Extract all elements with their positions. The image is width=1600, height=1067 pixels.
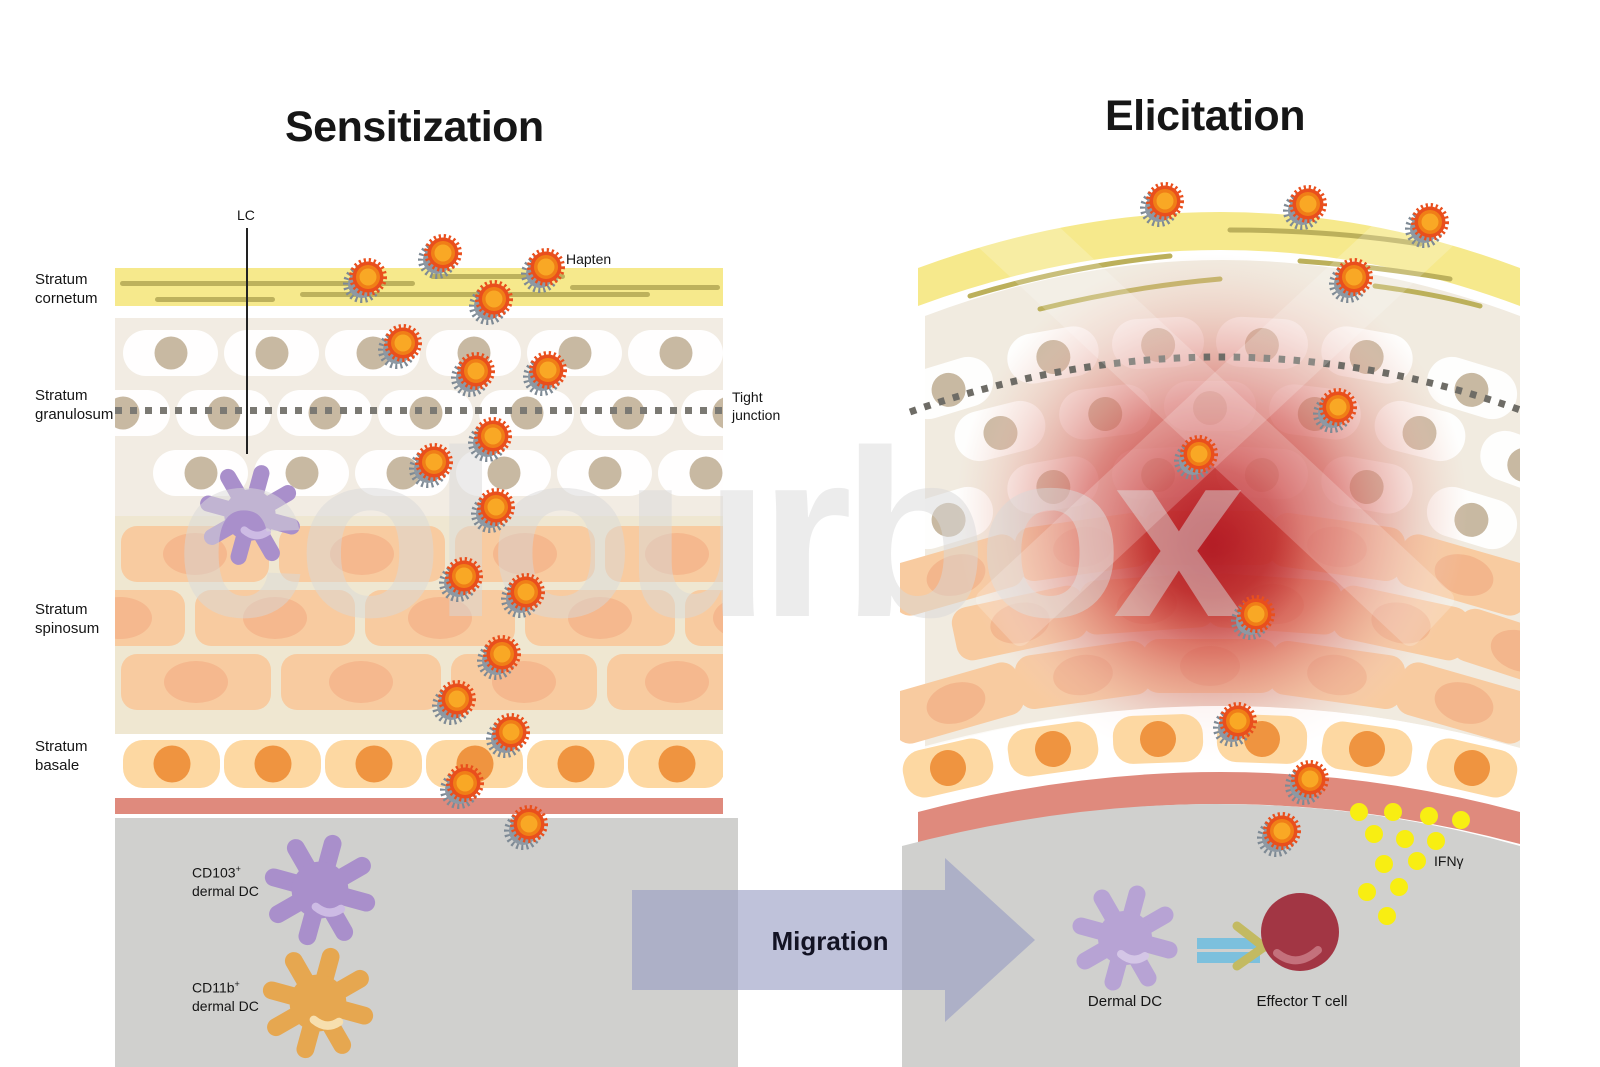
spinosum-cell [607,654,723,710]
lipid-lamella [570,285,720,290]
elicitation-skin-svg [900,212,1520,1067]
left-stratum-basale-band [115,734,723,796]
keratinocyte-cell [658,450,723,496]
keratinocyte-cell [123,330,218,376]
spinosum-cell [605,526,723,582]
migration-arrow [632,858,1035,1022]
synapse-receptor-bar [1197,952,1260,963]
tight-junction-label: Tight junction [732,389,781,423]
elicitation-title: Elicitation [1105,92,1305,140]
lipid-lamella [120,281,415,286]
cd103-dermal-dc-cell [250,820,390,960]
spinosum-cell [121,654,271,710]
keratinocyte-cell [224,330,319,376]
effector-t-cell-label: Effector T cell [1256,993,1348,1010]
keratinocyte-cell [557,450,652,496]
sensitization-title: Sensitization [285,103,544,151]
spinosum-cell [365,590,515,646]
tight-junction-line-right [908,353,1520,416]
lc-label: LC [237,207,255,223]
basal-cell [527,740,624,788]
right-dermis [902,804,1520,1067]
tight-junction-line-left [115,407,727,414]
ifn-gamma-dots [1350,803,1470,925]
cd103-dermal-dc-label: CD103+ dermal DC [192,864,259,899]
right-dermal-dc-cell [1081,894,1169,982]
left-basement-membrane [115,798,723,814]
left-granular-layer [115,318,723,516]
spinosum-cell [685,590,723,646]
synapse-receptor-bar [1197,938,1260,949]
keratinocyte-cell [254,450,349,496]
lipid-lamellae [967,227,1483,312]
spinosum-cell [195,590,355,646]
right-basal-cells [902,714,1518,798]
langerhans-cell [180,445,320,585]
ifn-gamma-label: IFNγ [1434,853,1464,869]
cd11b-dermal-dc-label: CD11b+ dermal DC [192,979,259,1014]
cd11b-dermal-dc-cell [248,933,388,1067]
keratinocyte-cell [456,450,551,496]
basal-cell [628,740,723,788]
label-stratum-spinosum: Stratum spinosum [35,601,100,637]
spinosum-cell [279,526,445,582]
label-stratum-basale: Stratum basale [35,738,88,774]
right-basement-membrane [918,772,1520,844]
spinosum-cell [115,590,185,646]
basal-cell [325,740,422,788]
hapten-icons [347,186,1446,854]
label-stratum-cornetum: Stratum cornetum [35,271,98,307]
basal-cell [123,740,220,788]
spinosum-cell [281,654,441,710]
keratinocyte-cell [628,330,723,376]
dermal-dc-label: Dermal DC [1087,993,1163,1010]
lipid-lamella [155,297,275,302]
spinosum-cell [525,590,675,646]
hapten-label: Hapten [566,251,612,267]
basal-cell [224,740,321,788]
lipid-lamella [430,274,565,279]
migration-label: Migration [771,926,889,956]
lc-pointer-line [246,228,248,454]
label-stratum-granulosum: Stratum granulosum [35,387,114,423]
effector-t-cell [1261,893,1339,971]
